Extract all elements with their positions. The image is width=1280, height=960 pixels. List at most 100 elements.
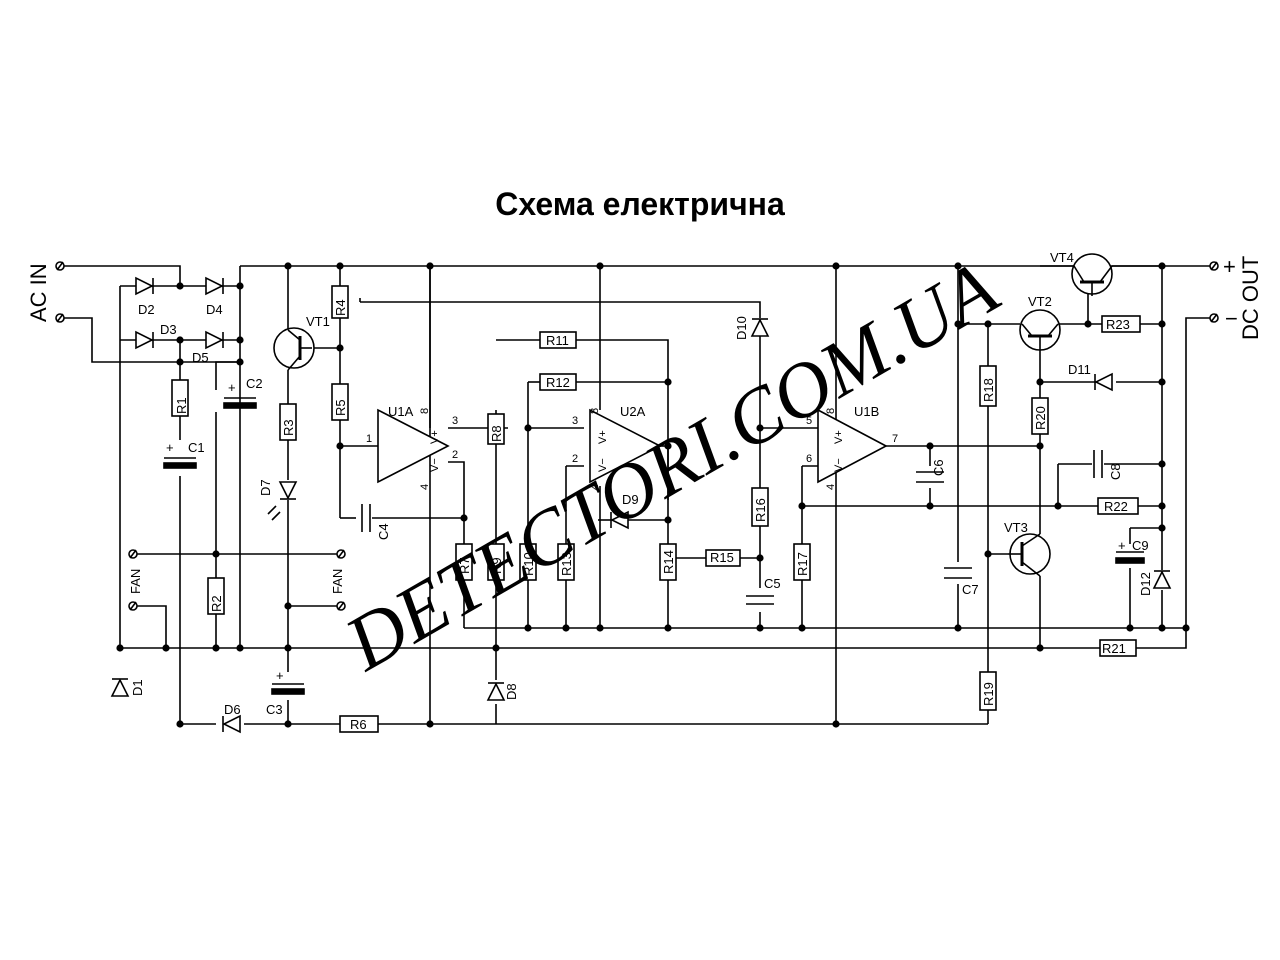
label-d11: D11	[1068, 362, 1091, 377]
resistor-r16	[751, 487, 769, 527]
label-d10: D10	[734, 316, 749, 340]
resistor-r4	[331, 285, 349, 319]
resistor-r17	[793, 543, 811, 581]
label-vt2: VT2	[1028, 294, 1052, 309]
resistor-r2	[207, 577, 225, 615]
label-u2a-vminus: V−	[597, 458, 609, 472]
label-u1b: U1B	[854, 404, 879, 419]
label-u2a-pin3: 3	[572, 415, 578, 427]
label-u1b-pin6: 6	[806, 453, 812, 465]
label-d5: D5	[192, 350, 209, 365]
diode-d5	[205, 330, 224, 350]
label-c7: C7	[962, 582, 979, 597]
label-u1a-pin1: 1	[366, 433, 372, 445]
label-d1: D1	[130, 679, 145, 696]
diode-d6	[222, 714, 241, 734]
resistor-r22	[1097, 497, 1139, 515]
resistor-r12	[539, 373, 577, 391]
resistors	[171, 285, 1141, 733]
label-vt3: VT3	[1004, 520, 1028, 535]
label-c4: C4	[376, 523, 391, 540]
label-r23: R23	[1106, 317, 1130, 332]
label-u1a: U1A	[388, 404, 414, 419]
capacitor-c5	[746, 595, 774, 605]
label-r1: R1	[174, 397, 189, 414]
resistor-r1	[171, 379, 189, 417]
resistor-r14	[659, 543, 677, 581]
diodes	[110, 276, 1172, 734]
label-vt4: VT4	[1050, 250, 1074, 265]
label-u1a-pin8: 8	[419, 408, 431, 414]
label-r9: R9	[489, 557, 504, 574]
capacitor-c2	[223, 397, 257, 409]
resistor-r13	[557, 543, 575, 581]
diode-d3	[135, 330, 154, 350]
label-u2a-pin2: 2	[572, 453, 578, 465]
label-r21: R21	[1102, 641, 1126, 656]
label-c1-plus: +	[166, 440, 174, 455]
label-u2a-pin8: 8	[589, 408, 601, 414]
diode-d4	[205, 276, 224, 296]
label-r14: R14	[661, 550, 676, 574]
opamp-u2a	[589, 408, 662, 484]
label-r15: R15	[710, 550, 734, 565]
resistor-r3	[279, 403, 297, 441]
label-r18: R18	[981, 378, 996, 402]
diode-d10	[750, 318, 770, 337]
terminal-fan-4	[336, 601, 346, 611]
terminal-ac-in-2	[55, 313, 65, 323]
label-r19: R19	[981, 682, 996, 706]
label-fan-right: FAN	[330, 569, 345, 594]
diode-d9	[610, 510, 629, 530]
label-r4: R4	[333, 299, 348, 316]
opamp-u1b	[817, 408, 888, 484]
label-r2: R2	[209, 595, 224, 612]
label-c3: C3	[266, 702, 283, 717]
label-d7: D7	[258, 479, 273, 496]
terminal-dc-plus	[1209, 261, 1219, 271]
label-u2a-pin4: 4	[589, 484, 601, 490]
label-r16: R16	[753, 498, 768, 522]
label-u1a-pin4: 4	[419, 484, 431, 490]
diode-d7	[267, 481, 298, 521]
label-d3: D3	[160, 322, 177, 337]
label-r8: R8	[489, 425, 504, 442]
label-u1b-pin7: 7	[892, 433, 898, 445]
label-r12: R12	[546, 375, 570, 390]
label-c2: C2	[246, 376, 263, 391]
terminal-fan-1	[128, 549, 138, 559]
resistor-r7	[455, 543, 473, 581]
label-r5: R5	[333, 399, 348, 416]
label-r20: R20	[1033, 406, 1048, 430]
label-c6: C6	[931, 459, 946, 476]
label-c5: C5	[764, 576, 781, 591]
terminal-fan-3	[336, 549, 346, 559]
diode-d2	[135, 276, 154, 296]
terminal-ac-in-1	[55, 261, 65, 271]
label-r11: R11	[546, 333, 569, 348]
label-dc-out: DC OUT	[1238, 256, 1263, 340]
label-r17: R17	[795, 552, 810, 576]
label-r10: R10	[521, 552, 536, 576]
label-c9: C9	[1132, 538, 1149, 553]
label-vt1: VT1	[306, 314, 330, 329]
capacitor-c1	[163, 457, 197, 469]
label-d9: D9	[622, 492, 639, 507]
label-u1a-vplus: V+	[429, 430, 441, 444]
label-u1a-pin3: 3	[452, 415, 458, 427]
terminal-fan-2	[128, 601, 138, 611]
resistor-r9	[487, 543, 505, 581]
label-c2-plus: +	[228, 380, 236, 395]
label-u1b-vplus: V+	[833, 430, 845, 444]
resistor-r8	[487, 413, 505, 445]
resistor-r18	[979, 365, 997, 407]
diode-d11	[1094, 372, 1113, 392]
label-ac-in: AC IN	[26, 263, 51, 322]
label-d8: D8	[504, 683, 519, 700]
label-u2a-vplus: V+	[597, 430, 609, 444]
label-u1a-vminus: V−	[429, 458, 441, 472]
label-plus: +	[1223, 254, 1236, 279]
resistor-r6	[339, 715, 379, 733]
opamp-u1a	[377, 408, 450, 484]
label-r3: R3	[281, 419, 296, 436]
